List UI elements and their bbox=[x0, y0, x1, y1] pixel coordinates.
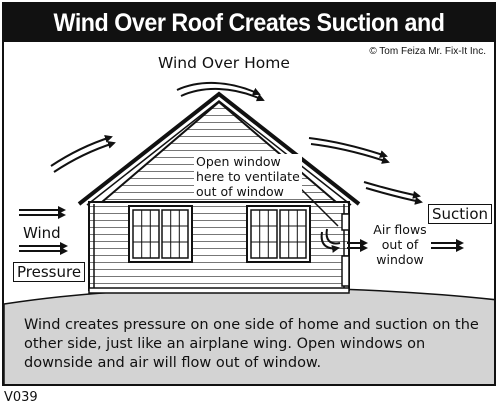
right-window bbox=[246, 205, 311, 263]
title-bar: Wind Over Roof Creates Suction and Press… bbox=[4, 4, 494, 75]
open-window-line-3: out of window bbox=[196, 184, 284, 199]
suction-label: Suction bbox=[428, 204, 493, 224]
page-title: Wind Over Roof Creates Suction and Press… bbox=[53, 9, 445, 75]
figure-code: V039 bbox=[4, 390, 38, 405]
open-window-line-1: Open window bbox=[196, 154, 281, 169]
label-leader bbox=[297, 185, 339, 227]
copyright-notice: © Tom Feiza Mr. Fix-It Inc. bbox=[369, 46, 486, 57]
wind-label: Wind bbox=[23, 224, 61, 242]
air-flows-line-3: window bbox=[376, 252, 424, 267]
air-flows-line-2: out of bbox=[381, 237, 419, 252]
side-window bbox=[341, 213, 350, 287]
illustration-frame: Wind Over Roof Creates Suction and Press… bbox=[2, 2, 496, 386]
pressure-label: Pressure bbox=[13, 262, 86, 282]
air-flows-line-1: Air flows bbox=[373, 222, 427, 237]
left-window bbox=[128, 205, 193, 263]
caption-text: Wind creates pressure on one side of hom… bbox=[24, 317, 479, 371]
wind-over-home-label: Wind Over Home bbox=[158, 54, 290, 72]
house-diagram bbox=[4, 82, 494, 384]
wind-arrows bbox=[50, 82, 423, 205]
open-window-line-2: here to ventilate bbox=[196, 169, 300, 184]
open-window-label: Open window here to ventilate out of win… bbox=[194, 154, 302, 199]
air-flows-label: Air flows out of window bbox=[368, 222, 432, 267]
outflow-arrows bbox=[320, 228, 464, 253]
pressure-arrows bbox=[19, 206, 68, 255]
